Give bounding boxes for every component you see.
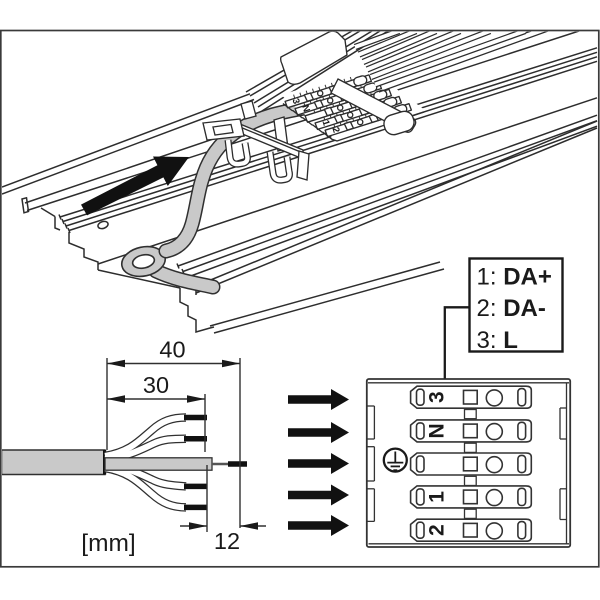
svg-text:[mm]: [mm] (81, 530, 135, 557)
svg-text:N: N (426, 423, 449, 438)
svg-text:N: N (299, 104, 312, 114)
svg-text:2: 2 (329, 126, 341, 134)
svg-text:40: 40 (159, 337, 185, 363)
svg-text:2: DA-: 2: DA- (477, 295, 546, 322)
svg-text:1: DA+: 1: DA+ (477, 264, 552, 291)
svg-text:30: 30 (143, 372, 169, 398)
svg-text:3: 3 (426, 391, 449, 403)
svg-text:3: L: 3: L (477, 327, 518, 354)
svg-text:3: 3 (289, 97, 301, 105)
svg-text:1: 1 (319, 119, 331, 128)
svg-text:1: 1 (426, 491, 449, 503)
svg-text:2: 2 (426, 524, 449, 536)
svg-text:12: 12 (214, 528, 240, 554)
